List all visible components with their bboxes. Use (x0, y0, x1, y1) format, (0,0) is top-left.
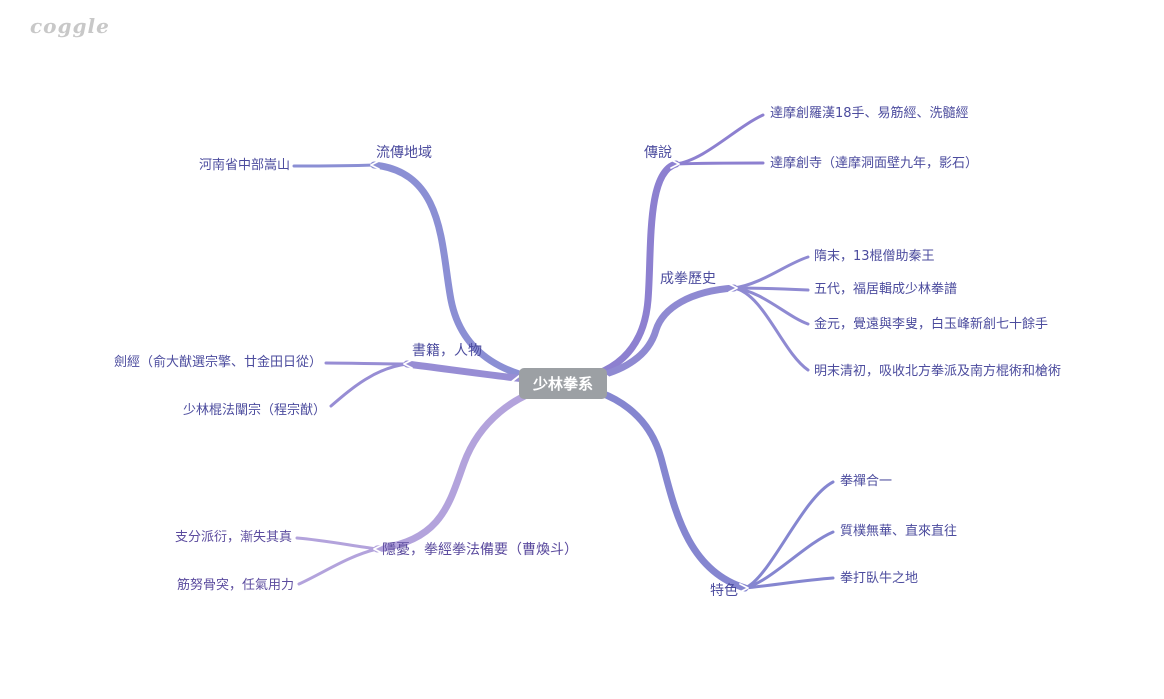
branch-label-concerns[interactable]: 隱憂，拳經拳法備要（曹煥斗） (382, 542, 578, 558)
leaf-label-damo-temple[interactable]: 達摩創寺（達摩洞面壁九年，影石） (770, 156, 979, 171)
branch-label-legend[interactable]: 傳說 (644, 145, 672, 161)
branch-features-trunk (559, 380, 749, 592)
features-handle-icon[interactable] (739, 583, 749, 593)
branch-features-link-0 (743, 480, 835, 590)
branch-features-link-2 (743, 576, 835, 590)
leaf-label-fight-small-space[interactable]: 拳打臥牛之地 (840, 571, 919, 586)
history-handle-icon[interactable] (728, 283, 738, 293)
coggle-logo: coggle (30, 14, 110, 38)
branch-label-spread-region[interactable]: 流傳地域 (376, 145, 432, 161)
branch-label-books-people[interactable]: 書籍，人物 (412, 343, 482, 359)
branch-spread-region-trunk (370, 161, 567, 386)
books-people-handle-icon[interactable] (403, 359, 413, 369)
branch-concerns-link-0 (295, 536, 379, 551)
root-node[interactable]: 少林拳系 (519, 368, 608, 399)
leaf-label-shaolin-staff-method[interactable]: 少林棍法闡宗（程宗猷） (182, 403, 326, 418)
branch-legend-link-0 (674, 113, 765, 166)
branch-label-history[interactable]: 成拳歷史 (660, 271, 716, 287)
concerns-handle-icon[interactable] (373, 544, 383, 554)
branch-spread-region-link-0 (292, 163, 376, 168)
leaf-label-tendons-bones-effort[interactable]: 筋努骨突，任氣用力 (176, 578, 294, 593)
leaf-label-damo-18-hands[interactable]: 達摩創羅漢18手、易筋經、洗髓經 (770, 106, 969, 121)
leaf-label-fist-zen-unity[interactable]: 拳禪合一 (840, 474, 893, 489)
branch-concerns-link-1 (297, 547, 379, 586)
root-left-handle-icon[interactable] (511, 375, 520, 388)
leaf-label-five-dynasties-manual[interactable]: 五代，福居輯成少林拳譜 (814, 282, 958, 297)
leaf-label-jin-yuan-70-hands[interactable]: 金元，覺遠與李叟，白玉峰新創七十餘手 (814, 317, 1049, 332)
leaf-label-sword-classic[interactable]: 劍經（俞大猷選宗擎、廿金田日從） (113, 355, 322, 370)
branch-books-people-link-0 (324, 361, 409, 366)
branch-legend-link-1 (674, 161, 765, 166)
branch-books-people-link-1 (329, 362, 409, 408)
leaf-label-sui-13-monks[interactable]: 隋末，13棍僧助秦王 (814, 249, 935, 264)
branch-history-link-3 (732, 286, 810, 372)
legend-handle-icon[interactable] (670, 159, 680, 169)
leaf-label-ming-qing-absorb[interactable]: 明末清初，吸收北方拳派及南方棍術和槍術 (814, 364, 1062, 379)
branch-history-link-0 (732, 255, 810, 290)
leaf-label-branching-loses-truth[interactable]: 支分派衍，漸失其真 (174, 530, 292, 545)
branch-features-link-1 (743, 530, 835, 590)
leaf-label-simple-direct[interactable]: 質樸無華、直來直往 (840, 524, 958, 539)
branch-concerns-trunk (373, 380, 567, 553)
spread-region-handle-icon[interactable] (370, 160, 380, 170)
root-right-handle-icon[interactable] (606, 375, 615, 388)
branch-label-features[interactable]: 特色 (710, 583, 738, 599)
leaf-label-henan-songshan[interactable]: 河南省中部嵩山 (198, 158, 290, 173)
